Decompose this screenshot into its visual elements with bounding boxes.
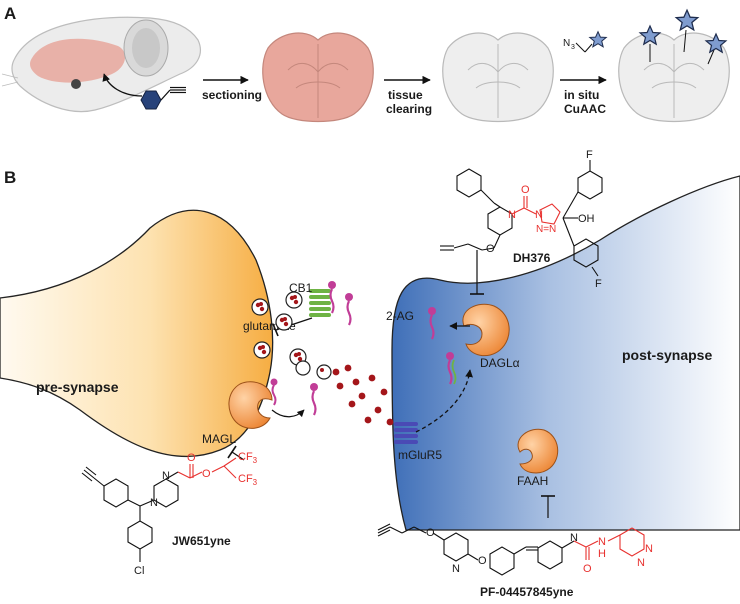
jw651yne-o-ester: O — [202, 468, 211, 480]
dagla-label: DAGLα — [480, 356, 520, 370]
pf04457845yne-name: PF-04457845yne — [480, 585, 574, 599]
postsynaptic-terminal — [391, 175, 740, 531]
dh376-ether-o: O — [486, 243, 495, 255]
jw651yne-n-bottom: N — [150, 497, 158, 509]
injection-arrow — [102, 73, 143, 97]
pf-o-ether-1: O — [426, 527, 435, 539]
2ag-label: 2-AG — [386, 309, 414, 323]
mglur5-receptor — [394, 422, 418, 444]
jw651yne-o-carbonyl: O — [187, 452, 196, 464]
tissue-clearing-label-2: clearing — [386, 102, 432, 116]
fusing-vesicle — [316, 364, 332, 380]
dh376-f-bottom: F — [595, 278, 602, 290]
vesicle-contents — [255, 295, 303, 362]
pf04457845yne-structure — [377, 523, 575, 576]
cb1-receptor — [309, 289, 331, 317]
mglur5-label: mGluR5 — [398, 448, 442, 462]
jw651yne-n-top: N — [162, 470, 170, 482]
brain-section-stained — [262, 32, 374, 123]
presynaptic-terminal — [0, 209, 274, 458]
dh376-carbonyl-o: O — [521, 184, 530, 196]
pf-n-pyridine: N — [452, 563, 460, 575]
dh376-n: N — [508, 209, 516, 221]
pf04457845yne-red-urea — [573, 527, 645, 560]
probe-star-2 — [675, 9, 699, 31]
pf-n-piperidine: N — [570, 532, 578, 544]
cuaac-label-2: CuAAC — [564, 102, 606, 116]
2ag-lipid-magl — [270, 378, 318, 416]
azide-subscript: 3 — [571, 44, 575, 51]
faah-label: FAAH — [517, 474, 548, 488]
jw651yne-name: JW651yne — [172, 534, 231, 548]
mouse-illustration — [1, 16, 201, 113]
cuaac-label-1: in situ — [564, 88, 599, 102]
jw651yne-cf3-bottom: CF3 — [238, 473, 258, 487]
jw651yne-red-carbamate — [177, 457, 237, 479]
pf-n-pyridazine-1: N — [645, 543, 653, 555]
pf-n-pyridazine-2: N — [637, 557, 645, 569]
pf-o-carbonyl: O — [583, 563, 592, 575]
post-synapse-label: post-synapse — [622, 347, 712, 363]
alkyne-probe-icon — [140, 86, 186, 110]
dh376-oh: OH — [578, 213, 595, 225]
faah-enzyme — [517, 428, 559, 474]
panel-a-label: A — [4, 4, 16, 23]
jw651yne-cl: Cl — [134, 565, 144, 577]
magl-label: MAGL — [202, 432, 236, 446]
jw651yne-cf3-top: CF3 — [238, 451, 258, 465]
brain-section-cleared — [442, 32, 554, 123]
dh376-structure — [440, 160, 603, 277]
pre-synapse-label: pre-synapse — [36, 379, 119, 395]
dh376-triazole-nn: N=N — [536, 224, 556, 235]
dh376-triazole-n: N — [535, 209, 543, 221]
glutamate-vesicles — [251, 291, 311, 376]
sectioning-label: sectioning — [202, 88, 262, 102]
dh376-name: DH376 — [513, 251, 551, 265]
synaptic-cleft-glutamate — [332, 364, 394, 426]
brain-section-labelled — [618, 9, 730, 123]
mglur5-activation-arrow — [415, 369, 473, 433]
dagla-enzyme — [462, 303, 510, 357]
dh376-f-top: F — [586, 149, 593, 161]
2ag-lipid-cb1 — [328, 281, 353, 326]
panel-b-label: B — [4, 168, 16, 187]
dh376-red-core — [511, 196, 561, 225]
tissue-clearing-label-1: tissue — [388, 88, 423, 102]
azide-label: N — [563, 38, 570, 49]
2ag-lipid-post — [428, 307, 457, 385]
jw651yne-structure — [81, 466, 179, 562]
magl-enzyme — [228, 381, 273, 429]
magl-inhibition-line — [231, 451, 245, 461]
pf-o-ether-2: O — [478, 555, 487, 567]
magl-hydrolysis-arrow — [271, 409, 305, 418]
azide-fluorophore-icon: N 3 — [563, 31, 607, 53]
